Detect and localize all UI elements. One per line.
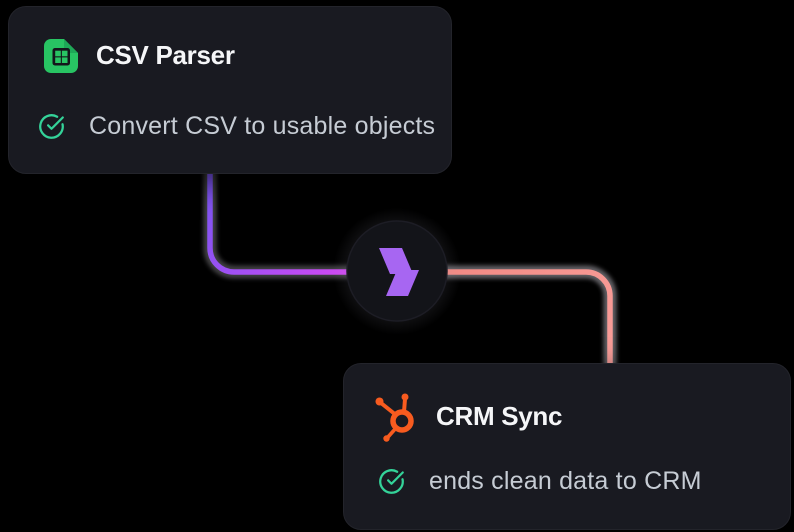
node-card-crm-sync[interactable]: CRM Sync ends clean data to CRM bbox=[343, 363, 791, 530]
edge-csv-to-hub-line bbox=[207, 171, 355, 275]
node-header: CSV Parser bbox=[42, 37, 451, 75]
node-title: CSV Parser bbox=[96, 40, 235, 71]
node-header: CRM Sync bbox=[372, 390, 790, 444]
edge-csv-to-hub-track bbox=[203, 167, 359, 279]
lightning-bolt-icon bbox=[379, 248, 419, 296]
node-status-row: ends clean data to CRM bbox=[378, 466, 790, 496]
edge-hub-to-crm-line bbox=[439, 269, 613, 366]
node-subtitle: ends clean data to CRM bbox=[429, 467, 702, 495]
check-circle-icon bbox=[378, 468, 405, 495]
spreadsheet-icon bbox=[42, 37, 80, 75]
node-title: CRM Sync bbox=[436, 401, 563, 432]
edge-hub-to-crm-track bbox=[435, 265, 617, 370]
node-subtitle: Convert CSV to usable objects bbox=[89, 112, 436, 140]
check-circle-icon bbox=[38, 113, 65, 140]
node-status-row: Convert CSV to usable objects bbox=[38, 111, 451, 141]
hubspot-icon bbox=[372, 390, 420, 444]
node-card-csv-parser[interactable]: CSV Parser Convert CSV to usable objects bbox=[8, 6, 452, 174]
